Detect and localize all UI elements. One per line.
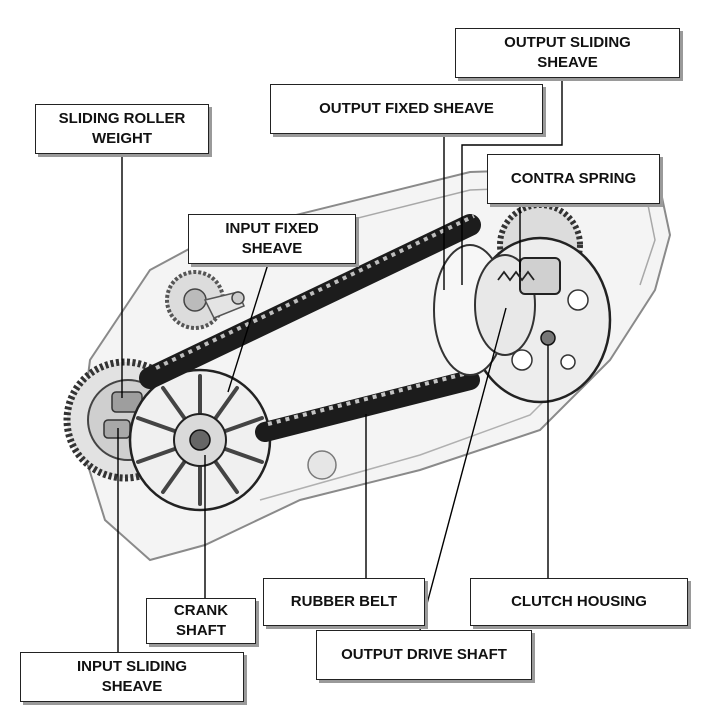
contra-spring-coils: [497, 270, 535, 282]
label-output-drive-shaft: OUTPUT DRIVE SHAFT: [316, 630, 532, 680]
rubber-belt-lower: [255, 370, 480, 442]
label-input-fixed-sheave: INPUT FIXED SHEAVE: [188, 214, 356, 264]
label-crank-shaft: CRANK SHAFT: [146, 598, 256, 644]
leader-output-drive-shaft: [419, 307, 507, 631]
label-rubber-belt: RUBBER BELT: [263, 578, 425, 626]
label-sliding-roller-weight: SLIDING ROLLER WEIGHT: [35, 104, 209, 154]
case-boss: [307, 450, 337, 480]
label-contra-spring: CONTRA SPRING: [487, 154, 660, 204]
drum-hole-1: [511, 349, 533, 371]
leader-input-fixed-sheave: [227, 263, 269, 393]
label-clutch-housing: CLUTCH HOUSING: [470, 578, 688, 626]
label-output-fixed-sheave: OUTPUT FIXED SHEAVE: [270, 84, 543, 134]
crank-shaft-end: [189, 429, 211, 451]
leader-output-sliding-sheave: [461, 78, 563, 285]
small-gear-hub: [183, 288, 207, 312]
linkage-pin: [231, 291, 245, 305]
label-output-sliding-sheave: OUTPUT SLIDING SHEAVE: [455, 28, 680, 78]
drum-hole-2: [567, 289, 589, 311]
label-input-sliding-sheave: INPUT SLIDING SHEAVE: [20, 652, 244, 702]
leader-lines: [117, 78, 563, 652]
output-drive-shaft-end: [540, 330, 556, 346]
rubber-belt-upper: [139, 214, 481, 389]
drum-hole-3: [560, 354, 576, 370]
roller-weight-lower: [103, 419, 131, 439]
